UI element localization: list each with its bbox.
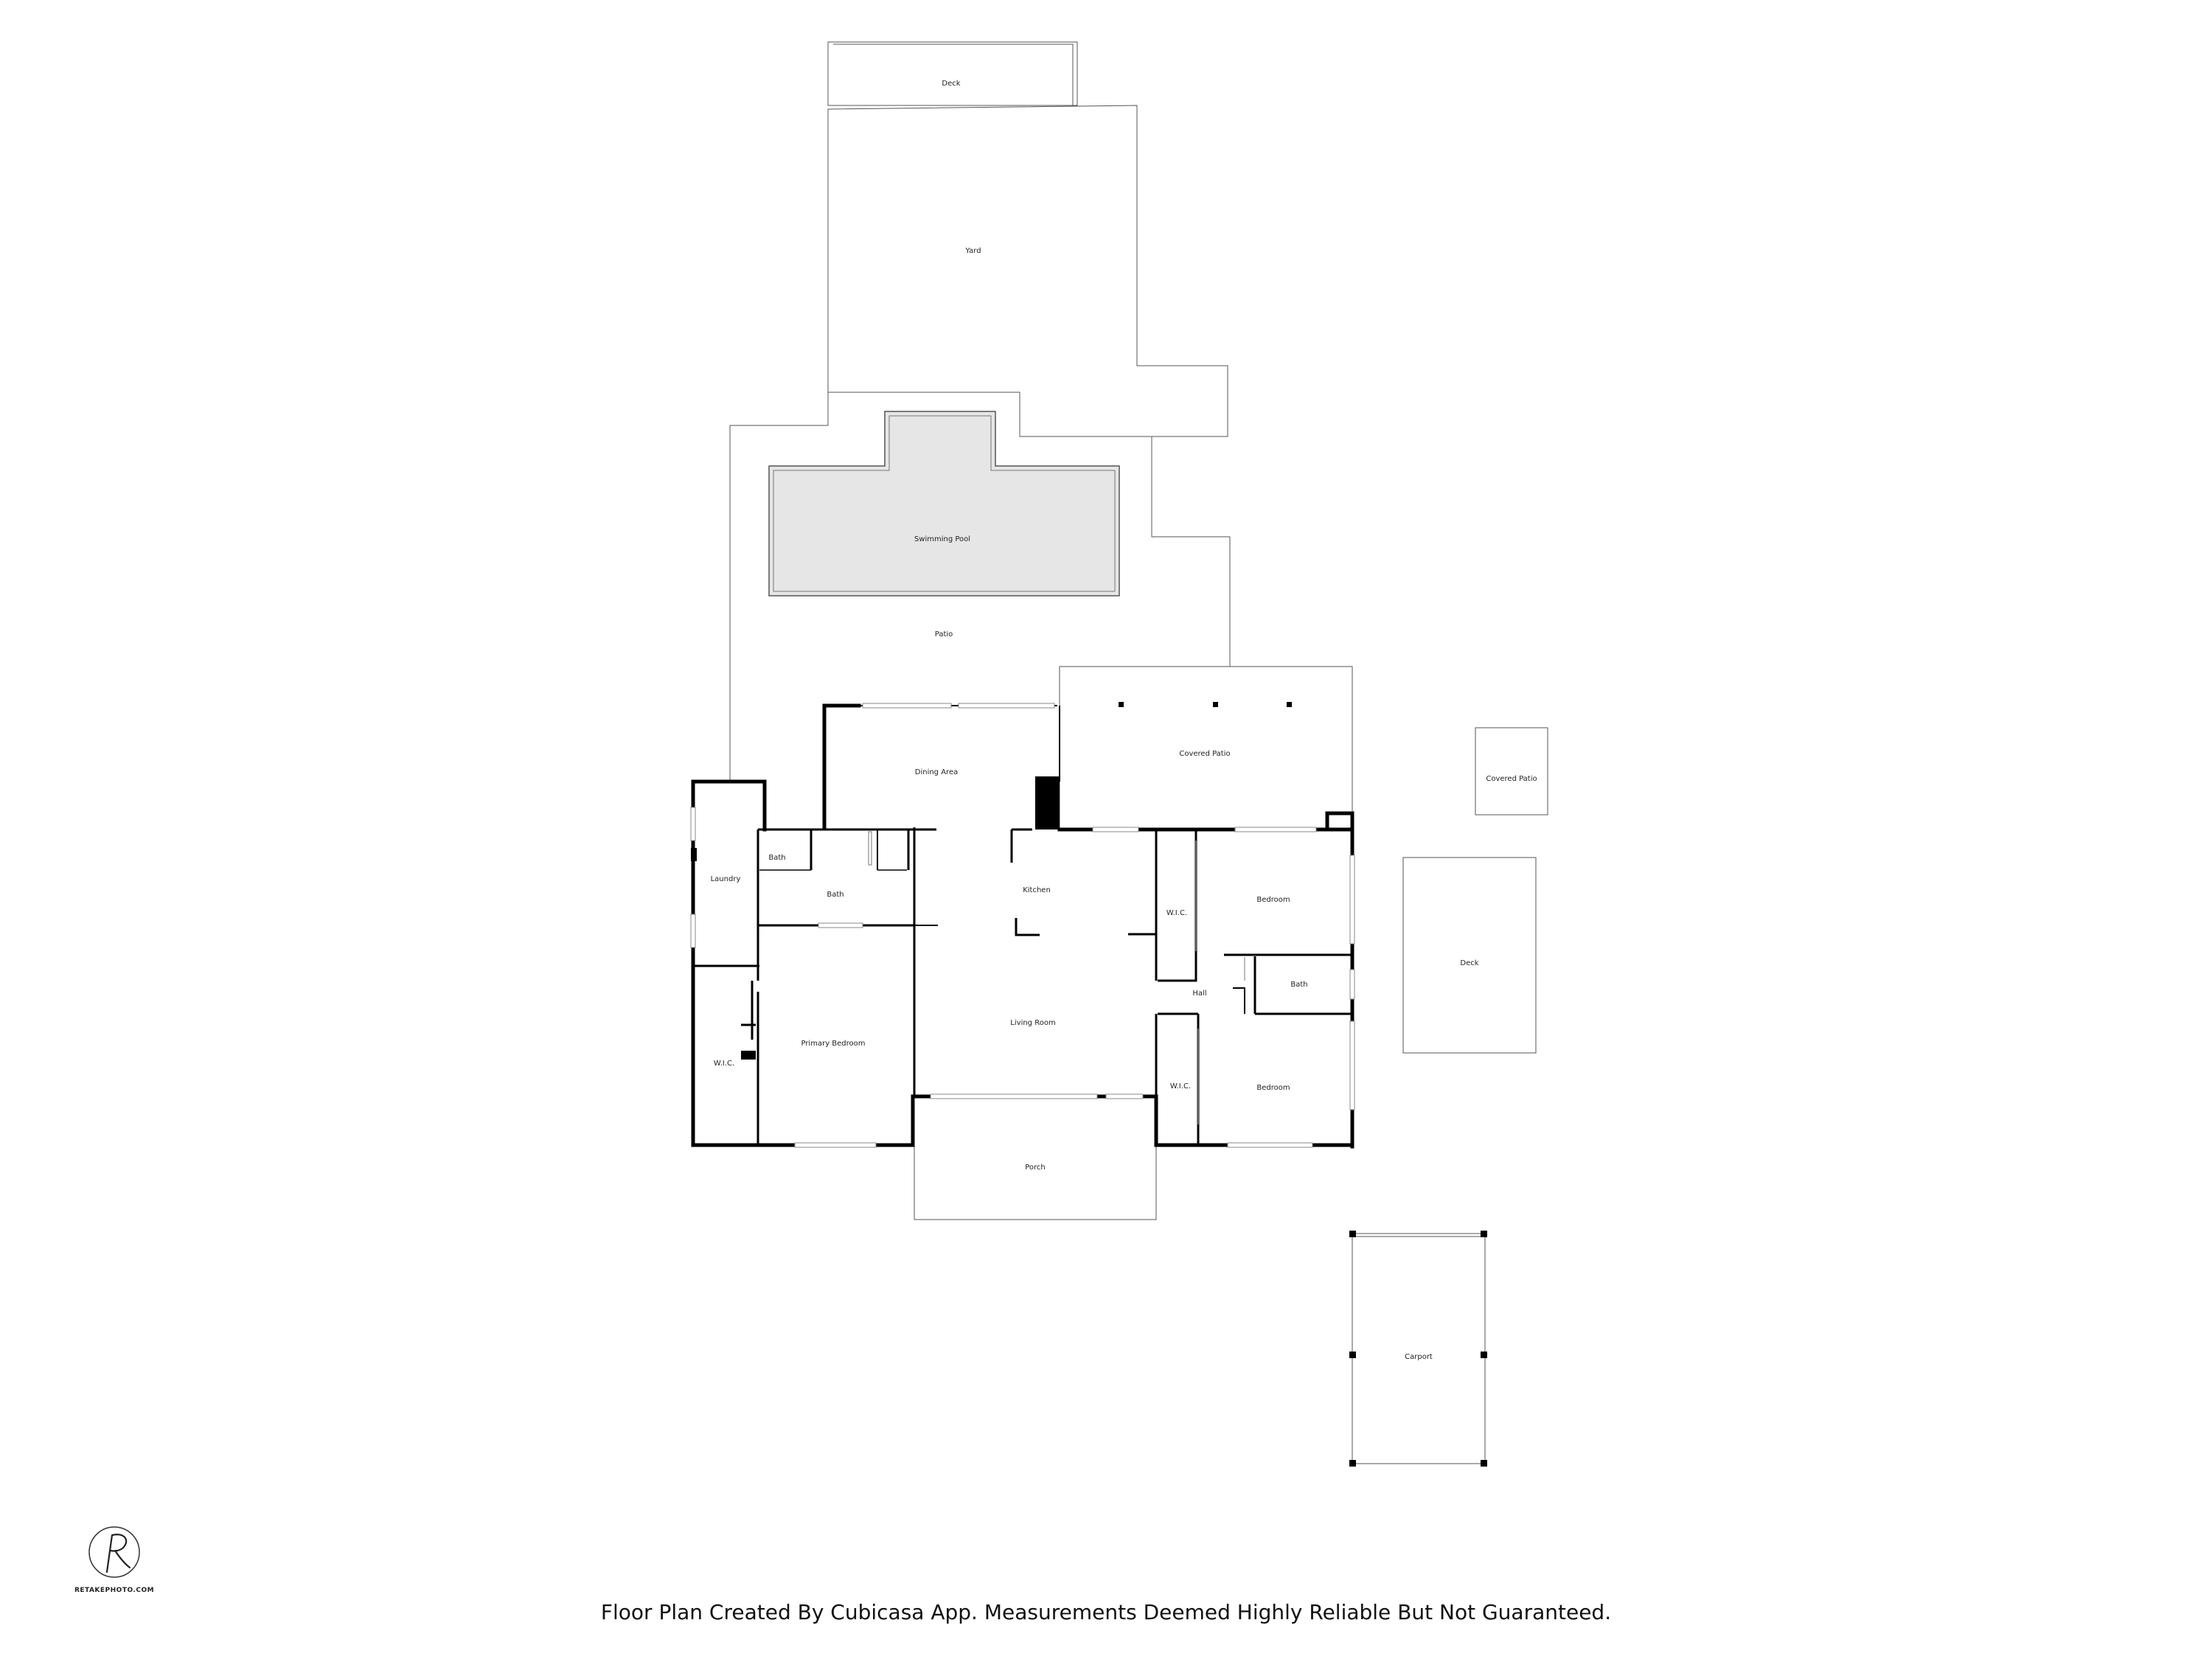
deck-top-label: Deck xyxy=(942,80,960,88)
bath-main-label: Bath xyxy=(827,891,844,899)
carport-post xyxy=(1481,1460,1487,1467)
carport-area: Carport xyxy=(1349,1231,1487,1467)
wic-right-top-label: W.I.C. xyxy=(1166,909,1187,917)
dining-area-label: Dining Area xyxy=(915,768,958,776)
covered-patio-label: Covered Patio xyxy=(1179,750,1230,758)
porch-area: Porch xyxy=(914,1145,1157,1220)
yard-label: Yard xyxy=(964,247,981,255)
covered-patio-area: Covered Patio xyxy=(1059,666,1353,830)
yard-area: Yard xyxy=(827,105,1228,437)
carport-post xyxy=(1349,1352,1356,1358)
covered-patio-side-area: Covered Patio xyxy=(1475,727,1548,815)
living-room-label: Living Room xyxy=(1010,1019,1055,1027)
carport-post xyxy=(1349,1231,1356,1237)
patio-post xyxy=(1213,702,1218,707)
patio-label: Patio xyxy=(935,630,953,639)
swimming-pool-label: Swimming Pool xyxy=(914,535,970,543)
carport-post xyxy=(1349,1460,1356,1467)
deck-side-label: Deck xyxy=(1460,959,1478,967)
kitchen-label: Kitchen xyxy=(1023,886,1051,894)
carport-label: Carport xyxy=(1405,1353,1433,1361)
porch-label: Porch xyxy=(1025,1164,1046,1172)
carport-post xyxy=(1481,1352,1487,1358)
disclaimer-text: Floor Plan Created By Cubicasa App. Meas… xyxy=(600,1600,1612,1624)
primary-bedroom-label: Primary Bedroom xyxy=(801,1040,865,1048)
patio-area: Patio xyxy=(729,392,1231,780)
deck-side-area: Deck xyxy=(1402,857,1537,1054)
deck-top-area: Deck xyxy=(827,41,1078,106)
retake-logo: RETAKEPHOTO.COM xyxy=(66,1519,162,1600)
laundry-label: Laundry xyxy=(711,875,741,883)
bath-small-label: Bath xyxy=(768,854,785,862)
patio-post xyxy=(1119,702,1124,707)
bedroom-top-label: Bedroom xyxy=(1256,896,1290,904)
bath-right-label: Bath xyxy=(1290,981,1307,989)
retake-r-monogram-icon xyxy=(88,1526,140,1578)
carport-post xyxy=(1481,1231,1487,1237)
patio-post xyxy=(1287,702,1292,707)
wic-right-bottom-label: W.I.C. xyxy=(1170,1082,1191,1091)
bedroom-bottom-label: Bedroom xyxy=(1256,1084,1290,1092)
swimming-pool-area: Swimming Pool xyxy=(768,411,1120,597)
house-walls xyxy=(690,703,1355,1149)
hall-label: Hall xyxy=(1192,990,1206,998)
logo-text: RETAKEPHOTO.COM xyxy=(74,1587,155,1594)
covered-patio-side-label: Covered Patio xyxy=(1486,775,1537,783)
wic-left-label: W.I.C. xyxy=(714,1060,734,1068)
